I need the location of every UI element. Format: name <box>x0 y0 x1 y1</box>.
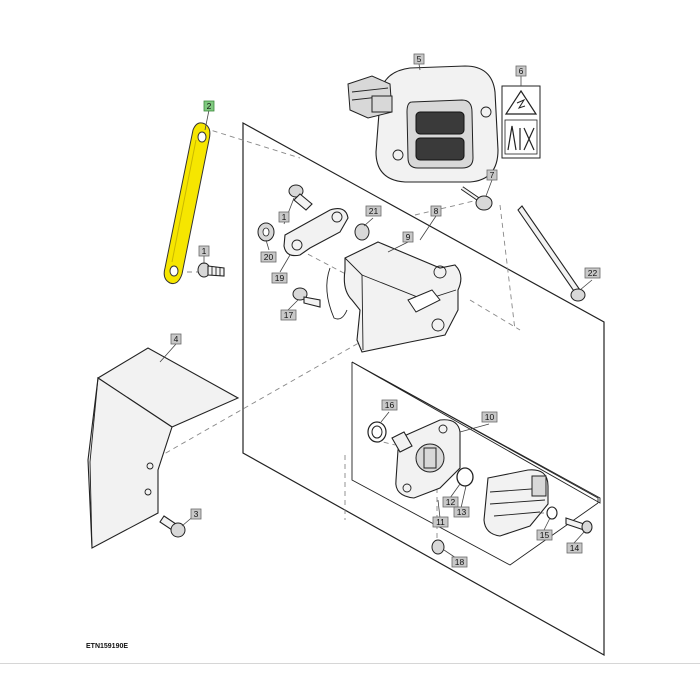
callout-9: 9 <box>402 231 414 243</box>
oring-13 <box>456 467 474 487</box>
callout-10: 10 <box>481 411 498 423</box>
svg-text:12: 12 <box>446 497 456 507</box>
svg-text:20: 20 <box>264 252 274 262</box>
bracket-19 <box>283 208 349 257</box>
subassembly-frame <box>351 361 601 504</box>
bolt-1-lower <box>197 262 225 278</box>
svg-text:6: 6 <box>519 66 524 76</box>
svg-text:8: 8 <box>434 206 439 216</box>
svg-text:4: 4 <box>174 334 179 344</box>
callout-8: 8 <box>430 205 442 217</box>
screw-14 <box>565 517 593 534</box>
callout-19: 19 <box>271 272 288 284</box>
sensor-10 <box>391 419 461 499</box>
svg-text:14: 14 <box>570 543 580 553</box>
callout-5: 5 <box>413 53 425 65</box>
callout-20: 20 <box>260 251 277 263</box>
callout-4: 4 <box>170 333 182 345</box>
callout-11: 11 <box>432 516 449 528</box>
svg-text:19: 19 <box>275 273 285 283</box>
pin-22 <box>517 205 586 302</box>
bolt-17 <box>292 287 321 308</box>
bolt-7 <box>460 186 493 211</box>
callout-leaders <box>159 63 593 561</box>
bolt-3 <box>159 515 186 538</box>
svg-text:17: 17 <box>284 310 294 320</box>
switch-assembly <box>347 65 499 183</box>
svg-text:2: 2 <box>207 101 212 111</box>
bushing-18 <box>431 539 445 555</box>
callout-6: 6 <box>515 65 527 77</box>
callout-21: 21 <box>365 205 382 217</box>
bolt-1-upper <box>288 184 313 211</box>
svg-text:15: 15 <box>540 530 550 540</box>
link-arm-highlighted <box>163 122 211 285</box>
assembly-dashed-lines <box>149 127 545 545</box>
svg-text:9: 9 <box>406 232 411 242</box>
svg-text:10: 10 <box>485 412 495 422</box>
callout-7: 7 <box>486 169 498 181</box>
bracket-9 <box>326 241 462 353</box>
callout-18: 18 <box>451 556 468 568</box>
shield-4 <box>87 347 240 549</box>
svg-text:22: 22 <box>588 268 598 278</box>
washer-15 <box>546 506 558 520</box>
callout-12: 12 <box>442 496 459 508</box>
svg-text:1: 1 <box>202 246 207 256</box>
svg-text:3: 3 <box>194 509 199 519</box>
nut-20 <box>257 222 275 242</box>
callout-1-upper: 1 <box>278 211 290 223</box>
callout-14: 14 <box>566 542 583 554</box>
svg-text:5: 5 <box>417 54 422 64</box>
callout-13: 13 <box>453 506 470 518</box>
svg-text:18: 18 <box>455 557 465 567</box>
figure-id: ETN159190E <box>86 643 129 650</box>
sensor-body <box>483 469 549 537</box>
callout-16: 16 <box>381 399 398 411</box>
svg-text:11: 11 <box>436 517 445 527</box>
seal-16 <box>367 421 387 443</box>
svg-text:7: 7 <box>490 170 495 180</box>
mounting-plane <box>242 121 605 657</box>
callout-1-lower: 1 <box>198 245 210 257</box>
warning-decal <box>501 85 541 159</box>
callout-22: 22 <box>584 267 601 279</box>
svg-text:16: 16 <box>385 400 395 410</box>
callout-17: 17 <box>280 309 297 321</box>
subassembly-frame-outline <box>351 361 599 566</box>
callout-2: 2 <box>203 100 215 112</box>
nut-21 <box>354 223 370 241</box>
callout-15: 15 <box>536 529 553 541</box>
svg-text:1: 1 <box>282 212 287 222</box>
divider <box>0 663 700 664</box>
svg-text:21: 21 <box>369 206 379 216</box>
callout-3: 3 <box>190 508 202 520</box>
svg-text:13: 13 <box>457 507 467 517</box>
